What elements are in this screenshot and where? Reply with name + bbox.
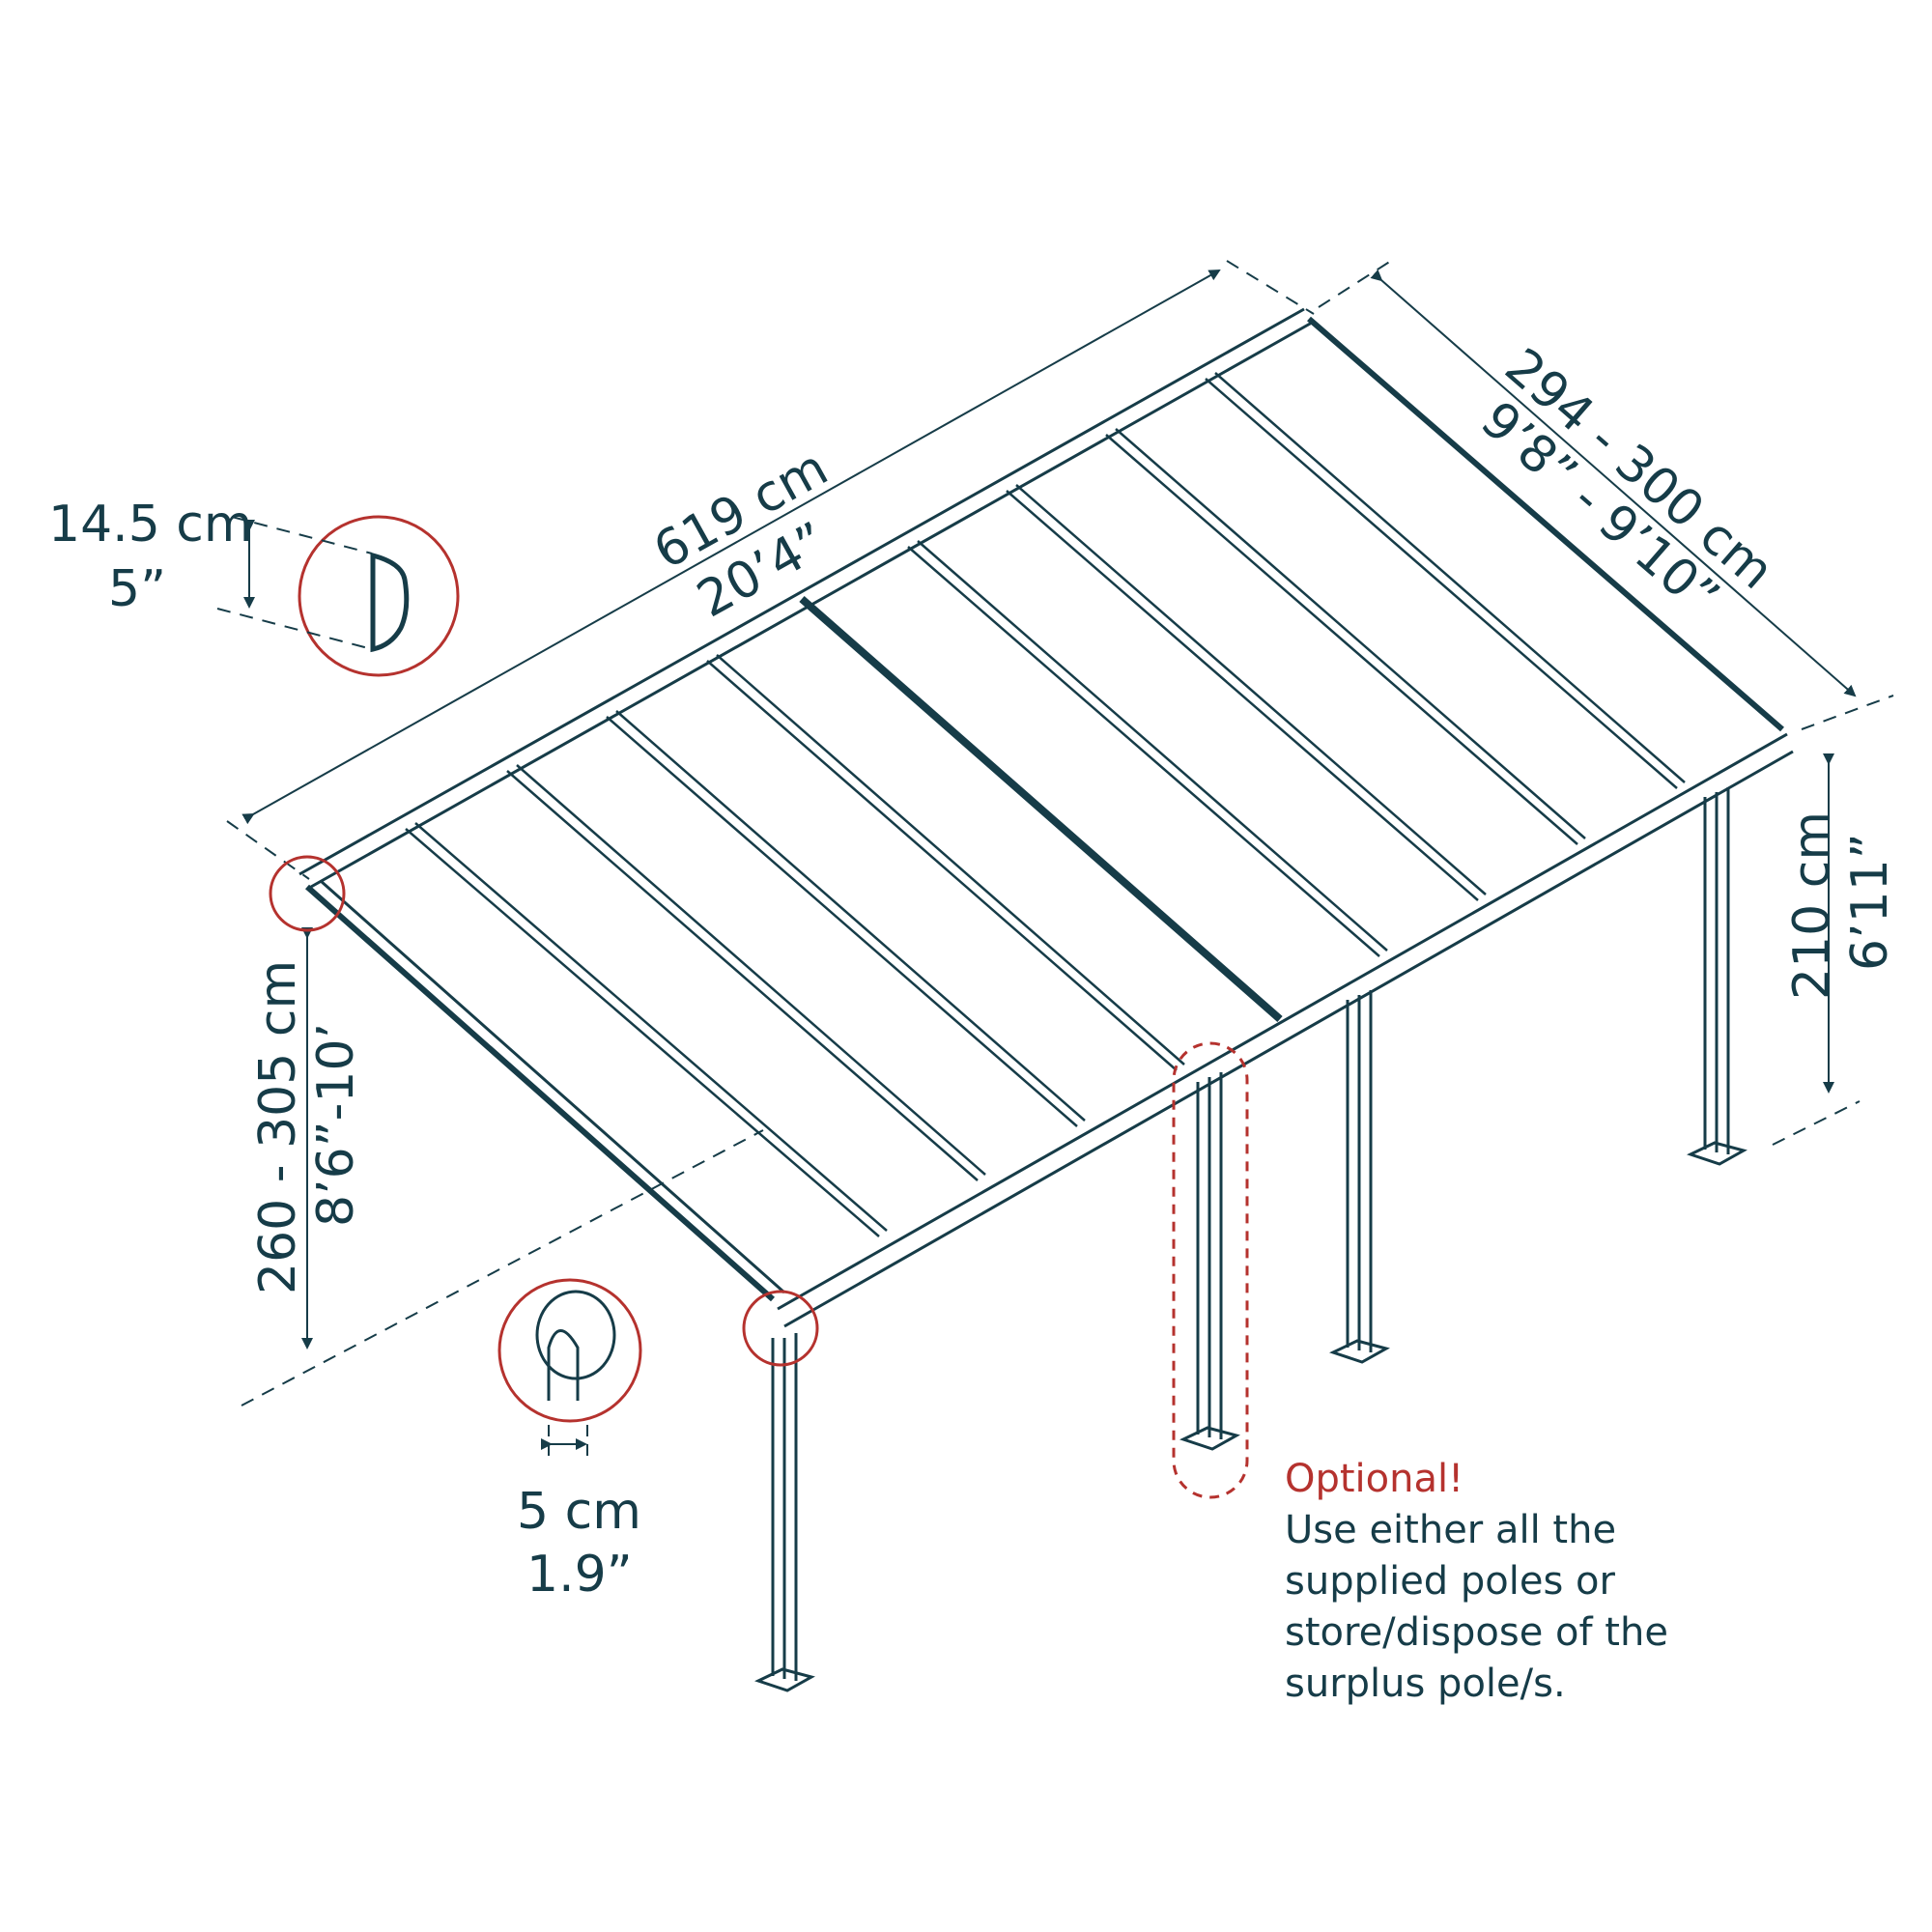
wall-bracket-detail-icon	[216, 515, 460, 677]
note-title: Optional!	[1285, 1457, 1464, 1501]
front-height-imperial: 6’11”	[1841, 833, 1899, 971]
pole-1	[754, 1333, 815, 1692]
dimension-labels: 619 cm 20’4” 294 - 300 cm 9’8” - 9’10” 2…	[48, 338, 1899, 1604]
note-line: store/dispose of the	[1285, 1610, 1668, 1655]
corner-highlight	[742, 1290, 819, 1367]
note-line: supplied poles or	[1285, 1559, 1615, 1604]
wall-height-imperial: 8’6”-10’	[307, 1023, 365, 1227]
front-height-metric: 210 cm	[1783, 811, 1841, 1000]
bracket-metric: 14.5 cm	[48, 496, 253, 554]
roof-panel-bars	[405, 372, 1686, 1237]
pole-4	[1687, 787, 1747, 1166]
pole-width-imperial: 1.9”	[526, 1546, 633, 1604]
corner-highlight	[269, 855, 346, 932]
note-line: surplus pole/s.	[1285, 1662, 1566, 1706]
dimension-lines	[226, 260, 1894, 1406]
note-line: Use either all the	[1285, 1508, 1617, 1552]
pole-connector-detail-icon	[497, 1278, 642, 1463]
support-poles	[754, 787, 1747, 1692]
pole-3	[1329, 990, 1390, 1364]
optional-note: Optional! Use either all the supplied po…	[1285, 1454, 1668, 1710]
wall-height-metric: 260 - 305 cm	[249, 960, 307, 1294]
bracket-imperial: 5”	[108, 560, 166, 618]
pole-width-metric: 5 cm	[517, 1483, 641, 1541]
pole-2-optional	[1179, 1072, 1240, 1451]
optional-pole-highlight	[1172, 1041, 1249, 1499]
